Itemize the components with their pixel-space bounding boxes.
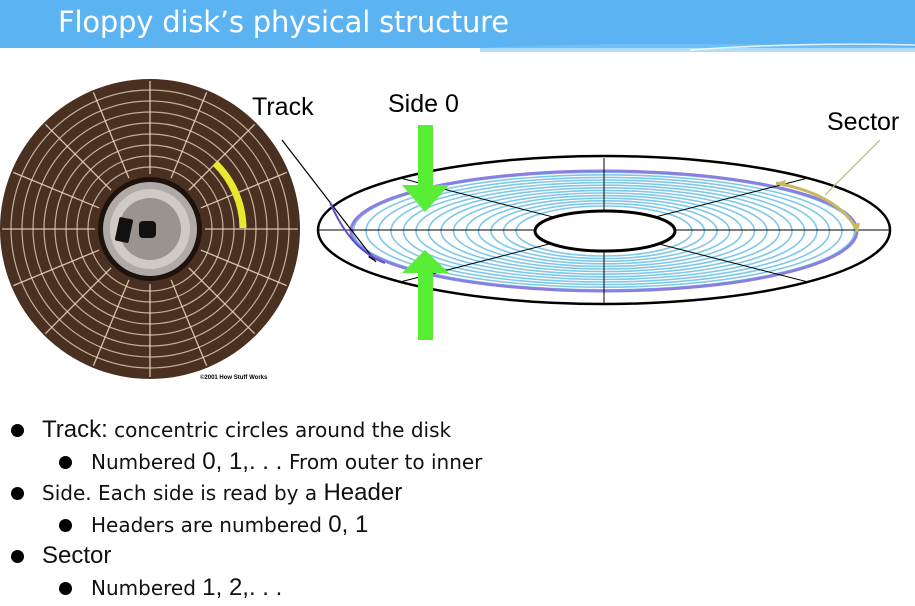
bullet-term-header: Header <box>323 479 403 506</box>
sector-label: Sector <box>827 108 900 136</box>
bullet-term: Sector <box>42 542 112 569</box>
bullet-text: . Each side is read by a <box>85 481 324 505</box>
copyright-text: ©2001 How Stuff Works <box>200 375 268 381</box>
side0-label: Side 0 <box>388 90 459 118</box>
sub-bullet-side: Headers are numbered 0, 1 <box>0 509 915 540</box>
disk-sector-line <box>200 171 287 209</box>
disk-sector-line <box>170 92 208 179</box>
bullet-list: Track: concentric circles around the dis… <box>0 414 915 603</box>
disk-sector-line <box>200 249 287 287</box>
spindle-hole <box>533 209 677 253</box>
bullet-dot <box>11 550 24 563</box>
title-bar: Floppy disk’s physical structure <box>0 0 915 52</box>
disk-sector-line <box>188 267 256 335</box>
bullet-term: Track: <box>42 416 108 443</box>
sub-text: Numbered <box>91 576 203 600</box>
sub-bullet-sector: Numbered 1, 2,. . . <box>0 572 915 603</box>
bullet-dot <box>59 582 72 595</box>
sub-numbers: 0, 1,. . . <box>202 448 289 475</box>
sector-pointer <box>824 139 881 196</box>
sub-text-tail: From outer to inner <box>288 450 483 474</box>
disk-sector-line <box>13 171 100 209</box>
disk-sector-line <box>44 267 112 335</box>
bullet-dot <box>11 487 24 500</box>
sub-text: Headers are numbered <box>91 513 329 537</box>
bullet-dot <box>11 424 24 437</box>
bullet-side: Side. Each side is read by a Header <box>0 477 915 509</box>
bullet-dot <box>59 519 72 532</box>
disk-sector-line <box>44 123 112 191</box>
track-label: Track <box>252 93 314 121</box>
sector-highlight <box>212 160 247 229</box>
track-pointer <box>281 139 377 263</box>
sub-numbers: 1, 2,. . . <box>202 574 283 601</box>
sub-numbers: 0, 1 <box>328 511 369 538</box>
sub-bullet-track: Numbered 0, 1,. . . From outer to inner <box>0 446 915 477</box>
disk-sector-line <box>170 279 208 366</box>
bullet-term: Side <box>42 481 86 505</box>
bullet-track: Track: concentric circles around the dis… <box>0 414 915 446</box>
title-wave-decoration <box>480 43 915 52</box>
schematic-disk <box>281 125 892 340</box>
disk-sector-line <box>92 279 130 366</box>
floppy-disk-photo <box>0 79 300 379</box>
disk-sector-line <box>13 249 100 287</box>
floppy-diagram <box>0 79 892 379</box>
page-title: Floppy disk’s physical structure <box>58 5 509 39</box>
bullet-dot <box>59 456 72 469</box>
bullet-sector: Sector <box>0 540 915 572</box>
bullet-text: concentric circles around the disk <box>107 418 452 442</box>
disk-sector-line <box>188 123 256 191</box>
disk-sector-line <box>92 92 130 179</box>
head-arrows <box>402 125 449 340</box>
sub-text: Numbered <box>91 450 203 474</box>
